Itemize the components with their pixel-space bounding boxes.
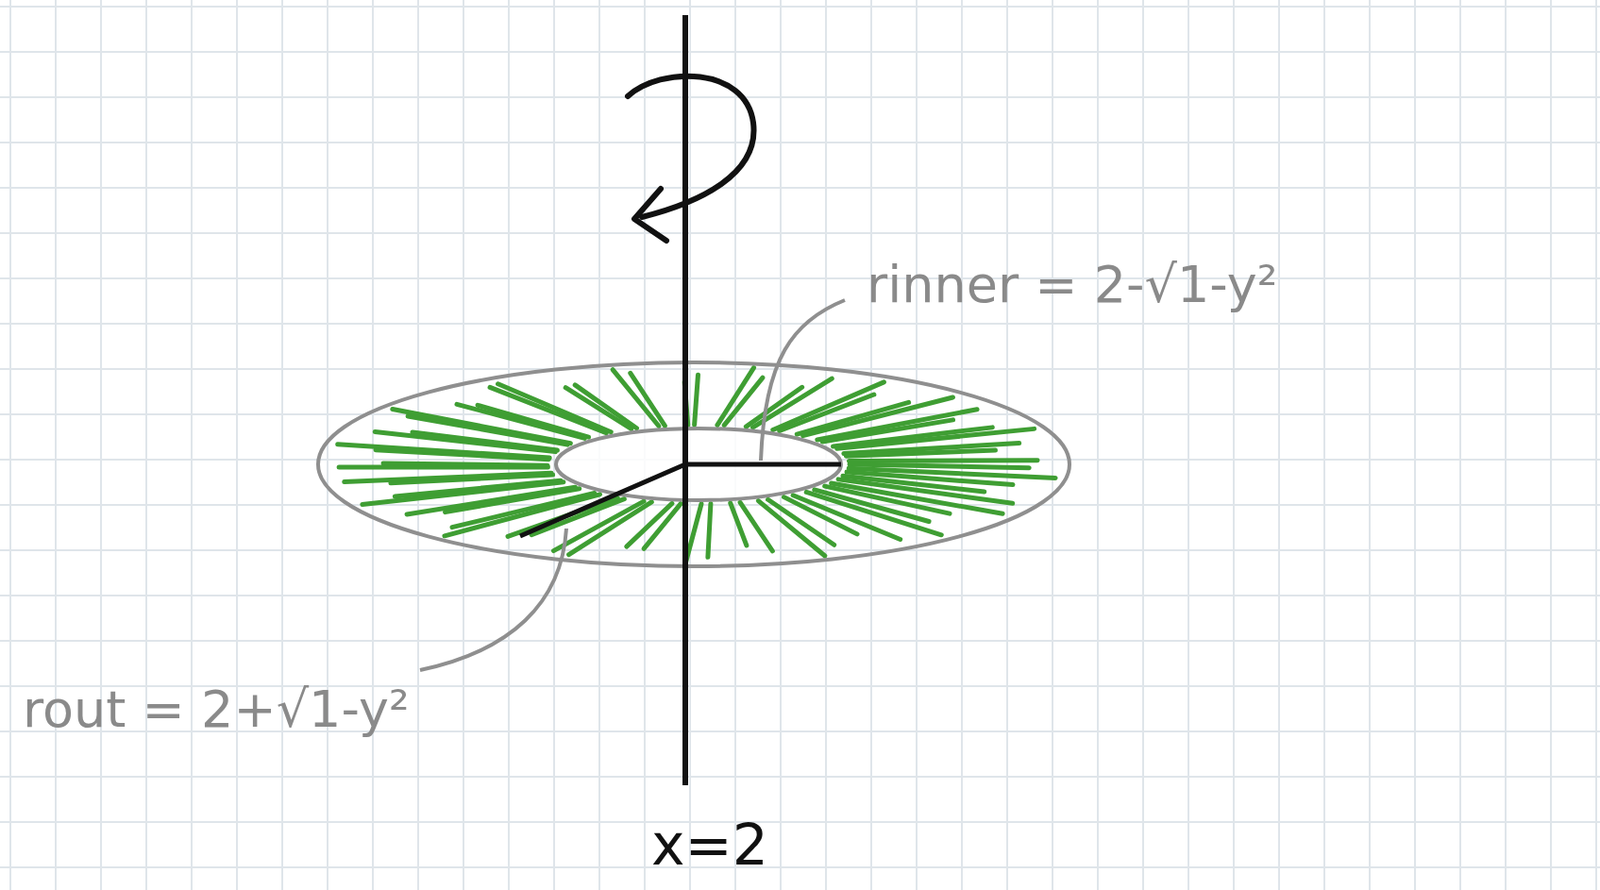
hatch-stroke <box>845 450 995 456</box>
hatch-stroke <box>730 503 747 546</box>
hatch-stroke <box>707 504 711 558</box>
hatch-stroke <box>574 385 637 429</box>
outer-radius <box>520 464 686 537</box>
rotation-arrow <box>627 76 755 218</box>
washer-hatching <box>337 368 1056 562</box>
hatch-stroke <box>630 372 666 426</box>
axis-label: x=2 <box>651 813 769 876</box>
hatch-stroke <box>383 463 548 466</box>
hatch-stroke <box>456 404 585 438</box>
inner-radius <box>685 462 842 468</box>
rotation-arrowhead <box>634 188 667 241</box>
leader-line <box>420 528 567 671</box>
hatch-stroke <box>686 504 702 562</box>
formula-label: rout = 2+√1-y² <box>22 681 410 738</box>
hatch-stroke <box>626 503 673 547</box>
formula-label: rinner = 2-√1-y² <box>866 256 1278 313</box>
hatch-stroke <box>344 472 552 482</box>
hatch-stroke <box>792 495 901 540</box>
hatch-stroke <box>565 387 632 430</box>
axis-line <box>682 15 689 786</box>
hatch-stroke <box>814 489 929 523</box>
hatch-stroke <box>694 374 699 425</box>
leader-line <box>760 300 845 461</box>
hatch-stroke <box>848 457 1038 464</box>
outer-edge <box>318 362 1070 567</box>
hatch-stroke <box>773 382 885 431</box>
inner-edge <box>555 428 842 501</box>
